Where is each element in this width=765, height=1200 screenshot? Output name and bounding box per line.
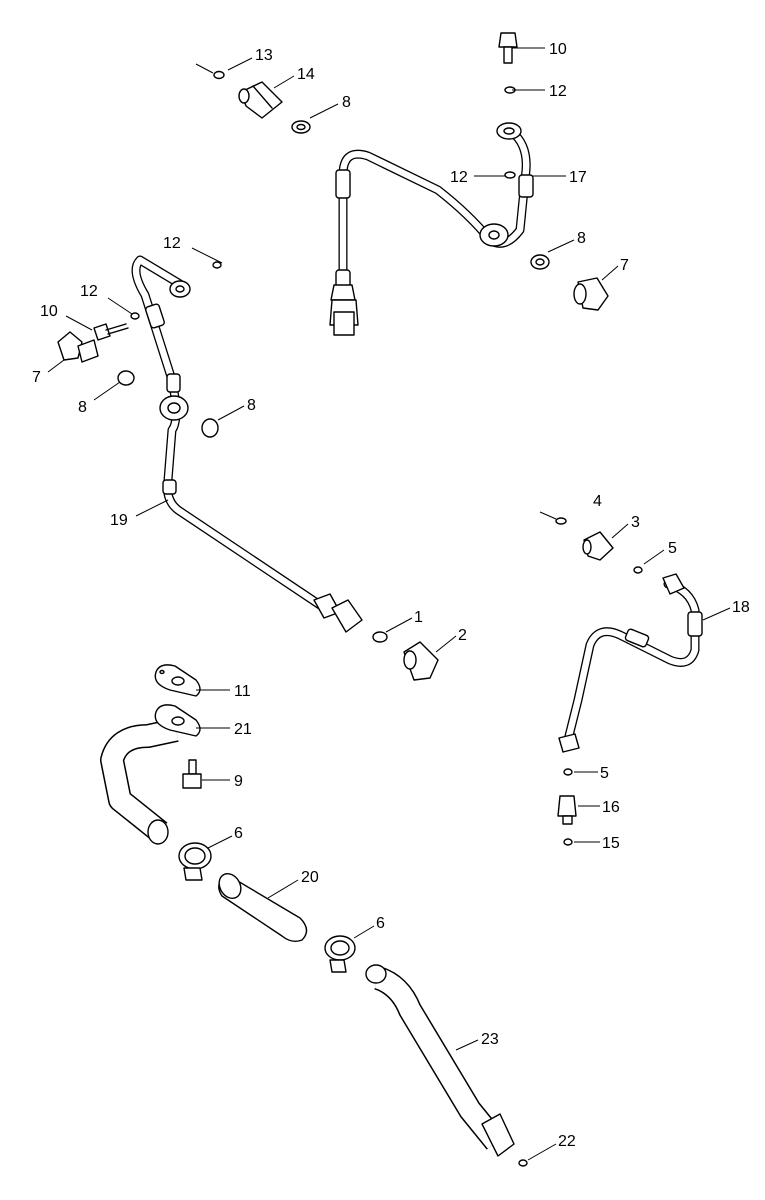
callout-12: 12 — [549, 83, 567, 100]
washer-8-left — [117, 370, 135, 386]
pipe-assembly-top — [195, 32, 609, 336]
callout-8: 8 — [577, 230, 586, 247]
callout-7: 7 — [32, 369, 41, 386]
callout-7: 7 — [620, 257, 629, 274]
union-nut-14 — [238, 81, 283, 119]
callout-5: 5 — [600, 765, 609, 782]
callout-6: 6 — [376, 915, 385, 932]
callout-12: 12 — [163, 235, 181, 252]
adapter-16 — [557, 795, 577, 825]
clamp-6-lower — [324, 935, 356, 973]
washer-8-right — [530, 254, 550, 270]
o-ring-15 — [563, 838, 573, 846]
clamp-6-upper — [178, 842, 212, 881]
pipe-18 — [558, 573, 703, 753]
banjo-bolt-10-top — [498, 32, 518, 64]
callout-4: 4 — [593, 493, 602, 510]
callout-12: 12 — [80, 283, 98, 300]
pipe-assembly-right — [539, 511, 703, 846]
sealing-ring-12-left-mid — [130, 312, 140, 320]
o-ring-5-top — [633, 566, 643, 574]
callout-21: 21 — [234, 721, 252, 738]
callout-labels: 13 14 8 10 12 12 17 8 7 12 12 10 7 8 8 1… — [32, 41, 750, 1150]
o-ring-1 — [372, 631, 388, 643]
callout-10: 10 — [549, 41, 567, 58]
pipe-assembly-left — [57, 255, 439, 681]
callout-3: 3 — [631, 514, 640, 531]
hose-assembly-bottom — [100, 664, 528, 1167]
banjo-bolt-7-right — [573, 277, 609, 311]
callout-8: 8 — [78, 399, 87, 416]
washer-8-top — [291, 120, 311, 134]
callout-1: 1 — [414, 609, 423, 626]
pipe-23 — [365, 964, 515, 1157]
bolt-9 — [182, 759, 202, 789]
callout-10: 10 — [40, 303, 58, 320]
callout-11: 11 — [234, 683, 251, 700]
gasket-11 — [154, 664, 201, 697]
callout-9: 9 — [234, 773, 243, 790]
callout-8: 8 — [247, 397, 256, 414]
pipe-19 — [131, 255, 363, 633]
adapter-3 — [582, 531, 614, 561]
callout-14: 14 — [297, 66, 315, 83]
washer-8-left-right — [201, 418, 219, 438]
callout-18: 18 — [732, 599, 750, 616]
callout-15: 15 — [602, 835, 620, 852]
callout-12: 12 — [450, 169, 468, 186]
o-ring-13 — [213, 70, 225, 80]
callout-6: 6 — [234, 825, 243, 842]
callout-2: 2 — [458, 627, 467, 644]
callout-16: 16 — [602, 799, 620, 816]
pipe-17 — [329, 122, 534, 336]
o-ring-22 — [518, 1159, 528, 1167]
callout-20: 20 — [301, 869, 319, 886]
sealing-ring-12-mid — [504, 171, 516, 179]
banjo-bolt-7-left — [57, 331, 99, 363]
leader-lines — [47, 47, 731, 1161]
callout-19: 19 — [110, 512, 128, 529]
flange-pipe-21 — [100, 704, 201, 845]
callout-17: 17 — [569, 169, 587, 186]
callout-5: 5 — [668, 540, 677, 557]
callout-22: 22 — [558, 1133, 576, 1150]
o-ring-4 — [555, 517, 567, 525]
callout-13: 13 — [255, 47, 273, 64]
banjo-bolt-10-left — [93, 323, 129, 341]
sealing-ring-12-left-top — [212, 261, 222, 269]
callout-23: 23 — [481, 1031, 499, 1048]
hose-20 — [218, 872, 308, 943]
adapter-2 — [403, 641, 439, 681]
callout-8: 8 — [342, 94, 351, 111]
o-ring-5-bottom — [563, 768, 573, 776]
